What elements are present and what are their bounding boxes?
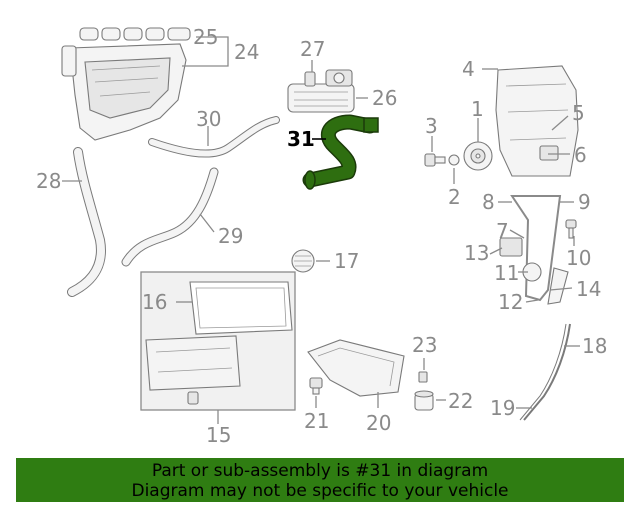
washer-part: [448, 154, 460, 166]
callout-10[interactable]: 10: [566, 246, 591, 270]
coolant-hose-30-part: [148, 116, 280, 158]
callout-14[interactable]: 14: [576, 277, 601, 301]
info-banner: Part or sub-assembly is #31 in diagram D…: [16, 458, 624, 502]
leader-24-25: [182, 36, 229, 67]
valve-cover-part: [145, 335, 241, 405]
hose-28-part: [67, 147, 106, 297]
callout-3[interactable]: 3: [425, 114, 438, 138]
timing-chain-guide-part: [547, 267, 569, 305]
callout-20[interactable]: 20: [366, 411, 391, 435]
callout-29[interactable]: 29: [218, 224, 243, 248]
exploded-parts-diagram: 25 24 27 26 30 31 28 29: [36, 25, 607, 447]
oil-filler-cap-part: [291, 249, 315, 273]
callout-2[interactable]: 2: [448, 185, 461, 209]
callout-5[interactable]: 5: [572, 101, 585, 125]
valve-cover-gasket-part: [189, 281, 293, 335]
callout-17[interactable]: 17: [334, 249, 359, 273]
tensioner-part: [499, 237, 523, 257]
highlighted-hose-31-part: [302, 114, 379, 190]
callout-13[interactable]: 13: [464, 241, 489, 265]
callout-6[interactable]: 6: [574, 143, 587, 167]
callout-15[interactable]: 15: [206, 423, 231, 447]
filter-fitting-part: [418, 371, 428, 383]
leader-7: [509, 229, 525, 239]
callout-16[interactable]: 16: [142, 290, 167, 314]
callout-4[interactable]: 4: [462, 57, 475, 81]
callout-1[interactable]: 1: [471, 97, 484, 121]
callout-26[interactable]: 26: [372, 86, 397, 110]
callout-23[interactable]: 23: [412, 333, 437, 357]
intake-gasket-part: [79, 27, 191, 41]
callout-8[interactable]: 8: [482, 190, 495, 214]
intake-manifold-part: [61, 43, 187, 141]
callout-27[interactable]: 27: [300, 37, 325, 61]
leader-14: [549, 287, 573, 291]
dipstick-tube-part: [519, 323, 571, 421]
timing-cover-part: [495, 65, 579, 177]
callout-21[interactable]: 21: [304, 409, 329, 433]
oil-cooler-part: [287, 69, 355, 113]
callout-31[interactable]: 31: [287, 127, 315, 151]
callout-28[interactable]: 28: [36, 169, 61, 193]
callout-9[interactable]: 9: [578, 190, 591, 214]
callout-12[interactable]: 12: [498, 290, 523, 314]
oil-pan-part: [307, 339, 405, 397]
leader-13: [489, 247, 503, 255]
leader-5: [551, 115, 569, 131]
crank-pulley-part: [463, 141, 493, 171]
drain-plug-part: [309, 377, 323, 395]
callout-7[interactable]: 7: [496, 219, 509, 243]
leader-29: [199, 213, 215, 233]
hose-29-part: [121, 167, 219, 267]
callout-18[interactable]: 18: [582, 334, 607, 358]
callout-22[interactable]: 22: [448, 389, 473, 413]
callout-24[interactable]: 24: [234, 40, 259, 64]
callout-11[interactable]: 11: [494, 261, 519, 285]
callout-25[interactable]: 25: [193, 25, 218, 49]
callout-19[interactable]: 19: [490, 396, 515, 420]
oil-cooler-sensor-part: [304, 71, 316, 87]
oil-filter-part: [414, 390, 434, 411]
banner-line-1: Part or sub-assembly is #31 in diagram: [151, 461, 489, 481]
pulley-bolt-part: [424, 153, 446, 167]
leader-12: [525, 299, 539, 303]
callout-30[interactable]: 30: [196, 107, 221, 131]
guide-bolt-part: [565, 219, 577, 239]
banner-line-2: Diagram may not be specific to your vehi…: [131, 481, 509, 501]
